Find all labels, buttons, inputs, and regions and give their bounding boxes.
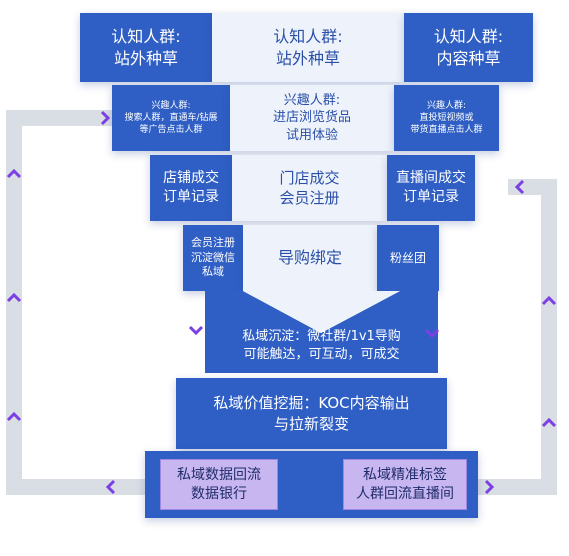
row4-right: 粉丝团	[377, 225, 439, 291]
row4-center: 导购绑定	[243, 225, 377, 291]
chevron-left-icon	[105, 479, 116, 495]
chevron-up-icon	[541, 417, 557, 428]
chevron-right-icon	[484, 479, 495, 495]
row1-left: 认知人群: 站外种草	[80, 13, 212, 82]
chevron-down-icon	[188, 325, 204, 336]
row7-left: 私域数据回流 数据银行	[160, 459, 278, 510]
chevron-up-icon	[6, 411, 22, 422]
row6-box: 私域价值挖掘：KOC内容输出 与拉新裂变	[176, 378, 447, 449]
row4-left: 会员注册 沉淀微信 私域	[183, 225, 243, 291]
chevron-left-icon	[514, 179, 525, 195]
loop-left-path	[6, 110, 145, 495]
row3-right: 直播间成交 订单记录	[387, 155, 475, 221]
row5-shape	[205, 291, 438, 373]
row1-right: 认知人群: 内容种草	[404, 13, 533, 82]
chevron-up-icon	[6, 292, 22, 303]
row5-text: 私域沉淀：微社群/1v1导购 可能触达，可互动，可成交	[242, 329, 401, 362]
row3-left: 店铺成交 订单记录	[150, 155, 232, 221]
row2-right: 兴趣人群: 直投短视频或 带货直播点击人群	[394, 85, 499, 151]
chevron-up-icon	[541, 295, 557, 306]
row1-center: 认知人群: 站外种草	[212, 13, 404, 82]
chevron-right-icon	[100, 110, 111, 126]
row2-center: 兴趣人群: 进店浏览货品 试用体验	[230, 85, 394, 151]
row3-center: 门店成交 会员注册	[232, 155, 387, 221]
row7-right: 私域精准标签 人群回流直播间	[343, 459, 467, 510]
chevron-down-icon	[424, 328, 440, 339]
loop-right-path	[425, 179, 557, 495]
row2-left: 兴趣人群: 搜索人群，直通车/钻展 等广告点击人群	[112, 85, 230, 151]
chevron-up-icon	[6, 168, 22, 179]
